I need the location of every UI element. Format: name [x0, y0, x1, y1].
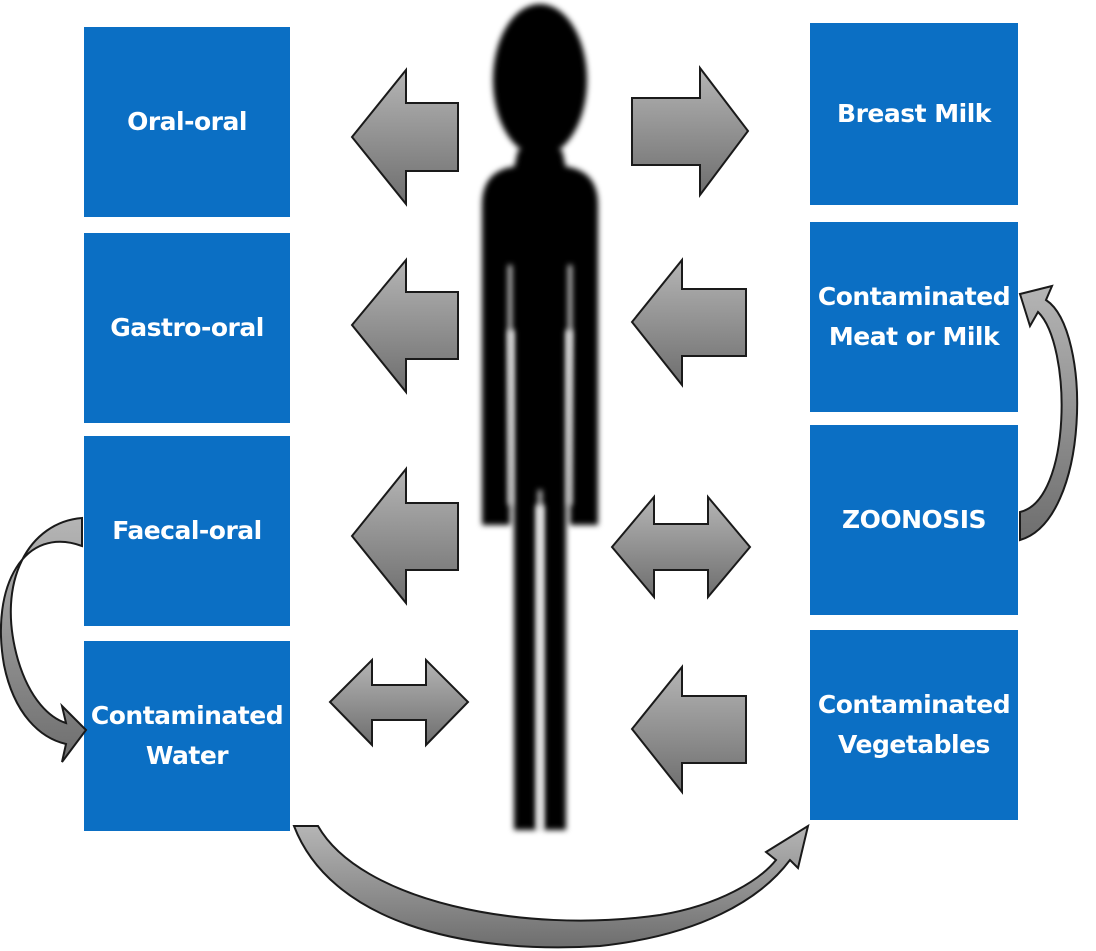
- curved-arrow-icon: [292, 823, 810, 949]
- box-line: Contaminated: [90, 701, 284, 730]
- block-arrow-icon: [350, 466, 459, 606]
- box-line: Gastro-oral: [110, 313, 264, 342]
- box-contaminated-meat-or-milk: Contaminated Meat or Milk: [810, 222, 1018, 412]
- box-line: ZOONOSIS: [841, 505, 987, 534]
- block-arrow-icon: [350, 67, 459, 207]
- box-faecal-oral: Faecal-oral: [84, 436, 290, 626]
- box-line: Vegetables: [838, 730, 990, 759]
- box-oral-oral: Oral-oral: [84, 27, 290, 217]
- box-line: Oral-oral: [127, 107, 247, 136]
- box-breast-milk: Breast Milk: [810, 23, 1018, 205]
- box-line: Faecal-oral: [112, 516, 262, 545]
- silhouette-highlights: [508, 265, 572, 830]
- box-zoonosis: ZOONOSIS: [810, 425, 1018, 615]
- block-arrow-icon: [350, 257, 459, 395]
- box-contaminated-vegetables: Contaminated Vegetables: [810, 630, 1018, 820]
- curved-arrow-icon: [1018, 284, 1079, 542]
- block-arrow-icon: [631, 65, 750, 198]
- double-arrow-icon: [610, 494, 752, 600]
- box-gastro-oral: Gastro-oral: [84, 233, 290, 423]
- box-line: Contaminated: [817, 282, 1011, 311]
- curved-arrow-icon: [0, 516, 88, 763]
- box-line: Water: [145, 741, 229, 770]
- box-contaminated-water: Contaminated Water: [84, 641, 290, 831]
- double-arrow-icon: [328, 657, 470, 748]
- box-line: Contaminated: [817, 690, 1011, 719]
- box-line: Breast Milk: [837, 99, 991, 128]
- box-line: Meat or Milk: [828, 322, 1000, 351]
- block-arrow-icon: [630, 257, 747, 388]
- block-arrow-icon: [630, 664, 747, 795]
